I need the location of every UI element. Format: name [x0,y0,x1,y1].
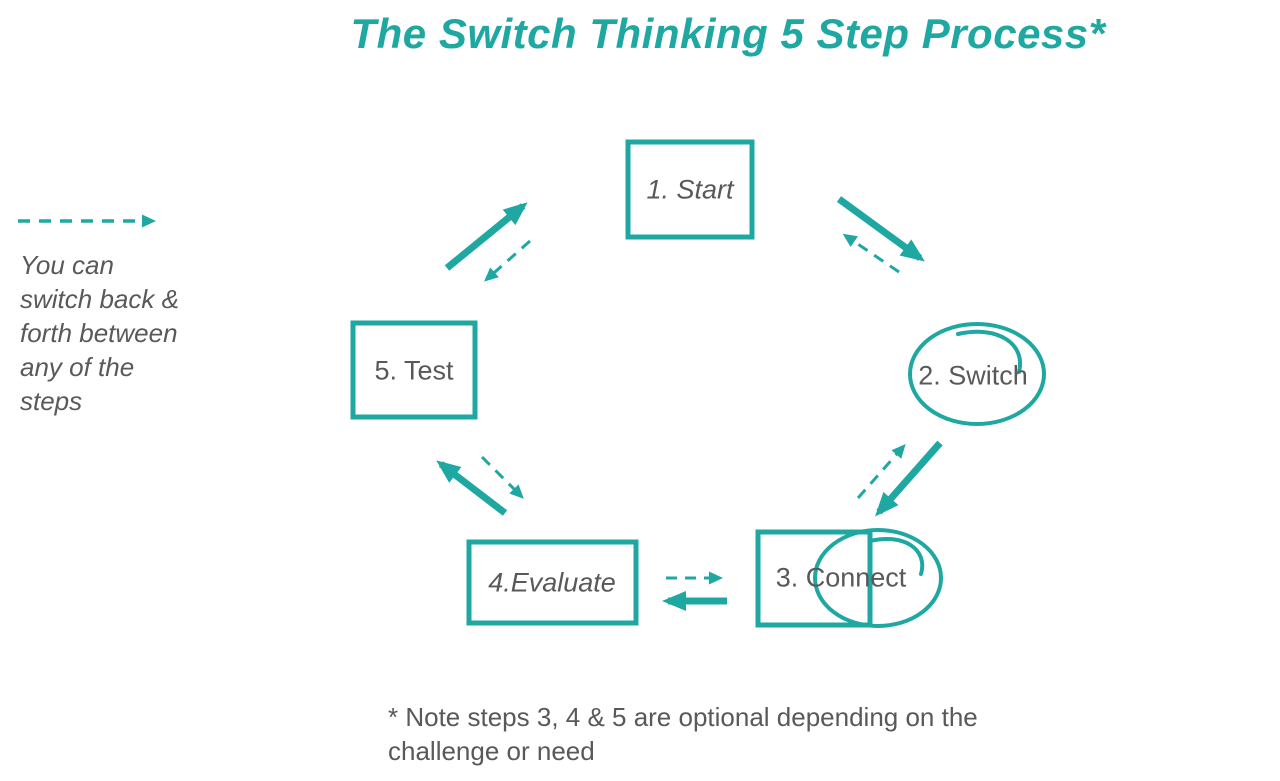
legend-text: You can switch back & forth between any … [20,250,179,416]
footnote: * Note steps 3, 4 & 5 are optional depen… [388,702,978,766]
step-label-start: 1. Start [646,174,734,205]
step-box-start [625,139,755,240]
arrow-solid-switch-to-connect [875,440,943,517]
arrow-solid-test-to-start [444,202,528,271]
step-label-test: 5. Test [374,355,454,386]
step-ellipse-switch [908,322,1046,426]
step-label-evaluate: 4.Evaluate [488,567,616,598]
arrow-dashed-test-to-evaluate [480,455,524,499]
step-label-switch: 2. Switch [918,360,1028,391]
swirl-icon-switch [956,329,1023,374]
step-box-test [350,320,478,420]
step-box-connect [755,529,873,628]
step-label-connect: 3. Connect [775,562,907,593]
arrow-dashed-switch-to-start [842,233,900,274]
step-ellipse-connect [813,528,943,628]
step-box-evaluate [466,539,639,626]
arrow-solid-start-to-switch [836,196,925,262]
arrow-dashed-start-to-test [484,239,531,282]
slide-title: The Switch Thinking 5 Step Process* [350,10,1106,57]
swirl-icon-connect [868,537,925,576]
arrow-solid-evaluate-to-test [436,460,508,516]
